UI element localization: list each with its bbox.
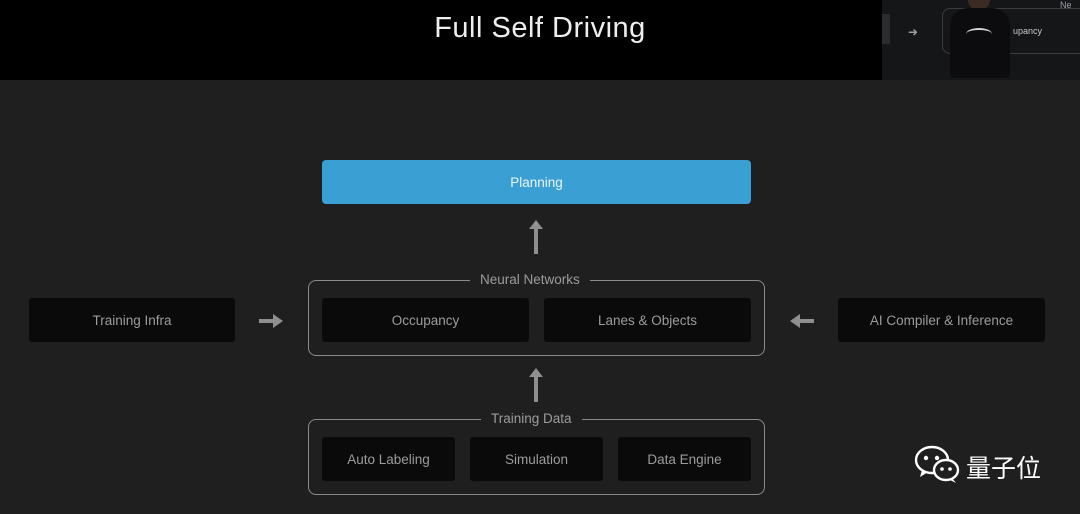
data-engine-box: Data Engine — [618, 437, 751, 481]
planning-box: Planning — [322, 160, 751, 204]
pip-corner-label: Ne — [1060, 0, 1072, 10]
training-infra-box: Training Infra — [29, 298, 235, 342]
simulation-box: Simulation — [470, 437, 603, 481]
wechat-icon — [914, 445, 960, 483]
pip-slide-box — [942, 8, 1080, 54]
arrow-up-icon — [529, 368, 543, 402]
pip-label: upancy — [1013, 26, 1043, 36]
presenter-video: ➜ upancy Ne — [882, 0, 1080, 80]
auto-labeling-box: Auto Labeling — [322, 437, 455, 481]
presenter-head — [968, 0, 990, 10]
arrow-up-icon — [529, 220, 543, 254]
ai-compiler-box: AI Compiler & Inference — [838, 298, 1045, 342]
training-data-label: Training Data — [481, 411, 582, 427]
watermark-text: 量子位 — [966, 454, 1042, 483]
arrow-right-icon — [259, 314, 283, 328]
occupancy-box: Occupancy — [322, 298, 529, 342]
pip-arrow-icon: ➜ — [908, 25, 919, 39]
lanes-objects-box: Lanes & Objects — [544, 298, 751, 342]
shirt-logo-icon — [966, 28, 992, 40]
slide-title: Full Self Driving — [434, 12, 646, 44]
neural-networks-label: Neural Networks — [470, 272, 590, 288]
arrow-left-icon — [790, 314, 814, 328]
presenter-body — [950, 8, 1010, 78]
pip-background-shape — [882, 14, 890, 44]
